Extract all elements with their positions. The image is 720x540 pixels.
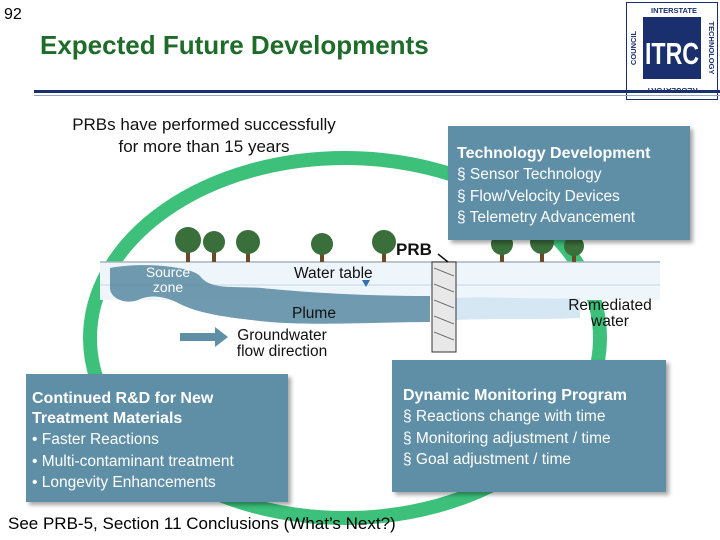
- cycle-ring: [83, 151, 607, 525]
- tree-icon: [203, 231, 225, 262]
- technology-box-title: Technology Development: [457, 145, 651, 162]
- rd-box-item: • Faster Reactions: [32, 431, 159, 448]
- remediated-label: Remediated: [568, 297, 652, 314]
- intro-text-line: PRBs have performed successfully: [72, 115, 336, 134]
- intro-text: PRBs have performed successfully for mor…: [44, 114, 364, 158]
- monitoring-box-title: Dynamic Monitoring Program: [403, 387, 628, 404]
- prb-pointer: [437, 253, 449, 263]
- itrc-logo-graphic: ITRC INTERSTATE TECHNOLOGY REGULATORY CO…: [629, 6, 716, 95]
- monitoring-program-box: Dynamic Monitoring Program § Reactions c…: [392, 360, 666, 492]
- slide-number: 92: [4, 6, 22, 23]
- tree-icon: [236, 230, 260, 262]
- logo-word-left: COUNCIL: [629, 31, 638, 66]
- footer-reference: See PRB-5, Section 11 Conclusions (What’…: [8, 514, 396, 533]
- technology-box-item: § Telemetry Advancement: [457, 209, 636, 226]
- water-table-marker: [362, 280, 370, 287]
- water-table-label: Water table: [294, 265, 373, 282]
- monitoring-box-item: § Goal adjustment / time: [403, 451, 571, 468]
- rd-box-title-2: Treatment Materials: [32, 410, 183, 427]
- title-rule-thin: [34, 95, 720, 96]
- logo-square: [643, 17, 701, 79]
- intro-text-line: for more than 15 years: [118, 137, 290, 156]
- rd-box-title: Continued R&D for New: [32, 390, 214, 407]
- monitoring-box-item: § Monitoring adjustment / time: [403, 429, 611, 447]
- research-development-box: Continued R&D for New Treatment Material…: [26, 374, 288, 502]
- groundwater-label: Groundwater: [237, 327, 327, 344]
- remediated-label-2: water: [590, 313, 629, 330]
- rd-box-item: • Longevity Enhancements: [32, 474, 216, 491]
- flow-direction-arrow: [180, 327, 228, 347]
- remediated-water-band: [456, 297, 580, 320]
- prb-label: PRB: [396, 240, 432, 259]
- technology-development-box: Technology Development § Sensor Technolo…: [448, 126, 690, 240]
- plume-label: Plume: [292, 305, 336, 322]
- tree-icon: [564, 236, 584, 262]
- plume-shape: [110, 265, 430, 324]
- technology-box-item: § Sensor Technology: [457, 166, 602, 183]
- tree-icon: [311, 233, 333, 262]
- title-rule: [34, 90, 720, 93]
- technology-box-item: § Flow/Velocity Devices: [457, 187, 620, 205]
- rd-box-item: • Multi-contaminant treatment: [32, 452, 234, 470]
- flow-direction-label: flow direction: [237, 343, 327, 360]
- itrc-logo: ITRC INTERSTATE TECHNOLOGY REGULATORY CO…: [626, 2, 718, 100]
- logo-word-right: TECHNOLOGY: [707, 22, 716, 75]
- source-zone-label: Source: [146, 264, 191, 280]
- monitoring-box-item: § Reactions change with time: [403, 408, 606, 425]
- source-zone-label-2: zone: [153, 279, 184, 295]
- logo-word-top: INTERSTATE: [651, 6, 697, 15]
- logo-letters: ITRC: [645, 36, 699, 71]
- slide-title: Expected Future Developments: [40, 30, 429, 60]
- tree-icon: [372, 230, 396, 262]
- tree-icon: [175, 227, 201, 262]
